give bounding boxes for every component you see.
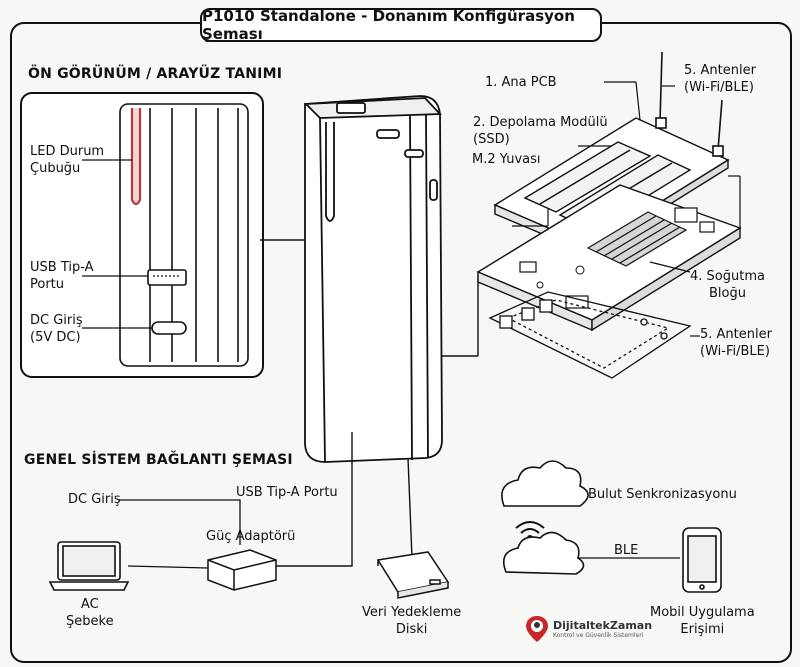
usb-port-system-label: USB Tip-A Portu bbox=[236, 485, 338, 500]
dc-in-label: DC Giriş bbox=[68, 492, 121, 507]
antennas-top-label: 5. Antenler (Wi-Fi/BLE) bbox=[684, 63, 756, 95]
system-heading: GENEL SİSTEM BAĞLANTI ŞEMASI bbox=[24, 452, 293, 468]
cloud-ble-icon bbox=[502, 531, 585, 575]
location-pin-icon bbox=[526, 616, 548, 642]
backup-disk-icon bbox=[376, 551, 450, 599]
cloud-sync-label: Bulut Senkronizasyonu bbox=[588, 487, 737, 502]
brand-logo: DijitaltekZaman Kontrol ve Güvenlik Sist… bbox=[525, 615, 652, 643]
phone-icon bbox=[682, 527, 722, 593]
logo-name: DijitaltekZaman bbox=[553, 619, 653, 632]
front-view-device bbox=[119, 103, 249, 367]
ble-label: BLE bbox=[614, 543, 639, 558]
power-adapter bbox=[207, 549, 277, 591]
antenna-top-right bbox=[712, 99, 724, 157]
antennas-bottom-label: 5. Antenler (Wi-Fi/BLE) bbox=[700, 327, 772, 359]
adapter-label: Güç Adaptörü bbox=[206, 529, 296, 544]
led-bar-label: LED Durum Çubuğu bbox=[30, 144, 105, 176]
dc-port-front bbox=[151, 321, 187, 335]
pcb-label: 1. Ana PCB bbox=[485, 75, 557, 90]
dc-input-label: DC Giriş (5V DC) bbox=[30, 313, 83, 345]
backup-disk-label: Veri Yedekleme Diski bbox=[362, 605, 462, 637]
cloud-icon bbox=[501, 460, 589, 507]
usb-port-front bbox=[147, 269, 187, 286]
logo-tagline: Kontrol ve Güvenlik Sistemleri bbox=[553, 632, 644, 639]
antenna-top-left bbox=[655, 51, 667, 129]
front-view-heading: ÖN GÖRÜNÜM / ARAYÜZ TANIMI bbox=[28, 66, 283, 82]
mobile-app-label: Mobil Uygulama Erişimi bbox=[650, 605, 755, 637]
diagram-title: P1010 Standalone - Donanım Konfigürasyon… bbox=[200, 7, 602, 43]
led-bar bbox=[130, 108, 142, 206]
antenna-tray bbox=[488, 291, 692, 379]
laptop-icon bbox=[48, 541, 130, 591]
heat-sink bbox=[586, 211, 688, 267]
ac-mains-label: AC Şebeke bbox=[66, 597, 114, 629]
cooling-label: 4. Soğutma Bloğu bbox=[690, 269, 765, 301]
storage-label: 2. Depolama Modülü (SSD) bbox=[473, 115, 608, 147]
main-device bbox=[303, 95, 443, 463]
m2-slot-label: M.2 Yuvası bbox=[472, 152, 541, 167]
usb-port-label: USB Tip-A Portu bbox=[30, 260, 94, 292]
